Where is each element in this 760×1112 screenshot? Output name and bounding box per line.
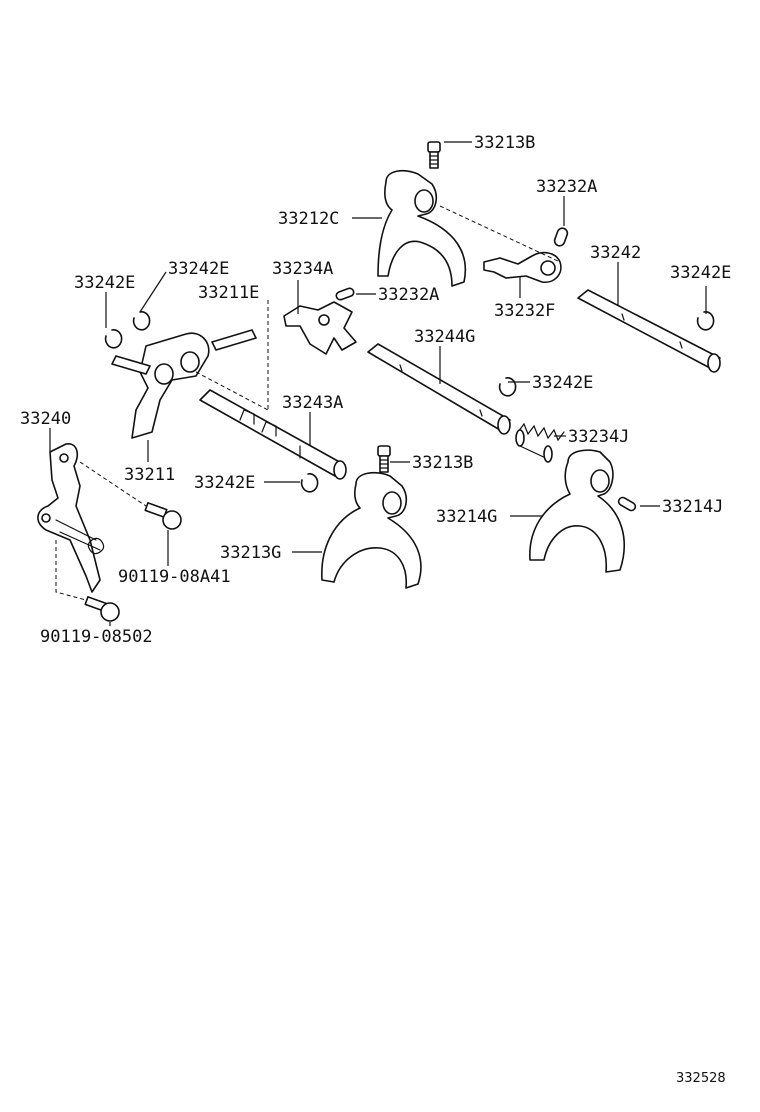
pin-33211E[interactable]: [211, 329, 257, 351]
snap-ring-33242E-2[interactable]: [132, 311, 151, 331]
spring-33234J[interactable]: [515, 422, 565, 463]
label-33213B-mid: 33213B: [412, 453, 473, 473]
snap-ring-33242E-1[interactable]: [104, 329, 123, 349]
label-33243A: 33243A: [282, 393, 343, 413]
bolt-33213B-top[interactable]: [427, 141, 441, 169]
head-33234A[interactable]: [283, 301, 357, 355]
label-33232A-top: 33232A: [536, 177, 597, 197]
label-33242E-low: 33242E: [194, 473, 255, 493]
label-33240: 33240: [20, 409, 71, 429]
label-33232A-mid: 33232A: [378, 285, 439, 305]
label-33242E-left1: 33242E: [74, 273, 135, 293]
label-33212C: 33212C: [278, 209, 339, 229]
label-33242E-mid: 33242E: [532, 373, 593, 393]
figure-number: 332528: [676, 1071, 726, 1086]
label-33232F: 33232F: [494, 301, 555, 321]
label-33242E-right: 33242E: [670, 263, 731, 283]
label-90119-08A41: 90119-08A41: [118, 567, 231, 587]
fork-33212C[interactable]: [377, 169, 466, 287]
label-33234J: 33234J: [568, 427, 629, 447]
label-33244G: 33244G: [414, 327, 475, 347]
label-33211: 33211: [124, 465, 175, 485]
pin-33214J[interactable]: [617, 496, 637, 512]
fork-33213G[interactable]: [321, 471, 422, 589]
leader-lines: [49, 141, 707, 626]
pin-33232A-top[interactable]: [553, 227, 569, 247]
label-33214J: 33214J: [662, 497, 723, 517]
label-33213G: 33213G: [220, 543, 281, 563]
shaft-33243A[interactable]: [199, 389, 347, 480]
label-33211E: 33211E: [198, 283, 259, 303]
lever-33211[interactable]: [111, 332, 210, 439]
pin-33232A-mid[interactable]: [335, 287, 355, 301]
assembly-lines: [55, 205, 561, 601]
snap-ring-33242E-4[interactable]: [300, 473, 319, 493]
snap-ring-33242E-5[interactable]: [696, 311, 715, 331]
label-33242: 33242: [590, 243, 641, 263]
label-33242E-left2: 33242E: [168, 259, 229, 279]
shaft-33244G[interactable]: [367, 343, 511, 435]
bolt-33213B-mid[interactable]: [377, 445, 391, 473]
label-90119-08502: 90119-08502: [40, 627, 153, 647]
fork-33214G[interactable]: [529, 449, 625, 573]
snap-ring-33242E-3[interactable]: [498, 377, 517, 397]
label-33214G: 33214G: [436, 507, 497, 527]
label-33234A: 33234A: [272, 259, 333, 279]
head-33232F[interactable]: [483, 251, 562, 284]
bolt-90119-08502[interactable]: [84, 596, 120, 622]
bolt-90119-08A41[interactable]: [144, 502, 182, 530]
label-33213B-top: 33213B: [474, 133, 535, 153]
shaft-33242[interactable]: [577, 289, 721, 373]
lever-33240[interactable]: [37, 443, 105, 593]
